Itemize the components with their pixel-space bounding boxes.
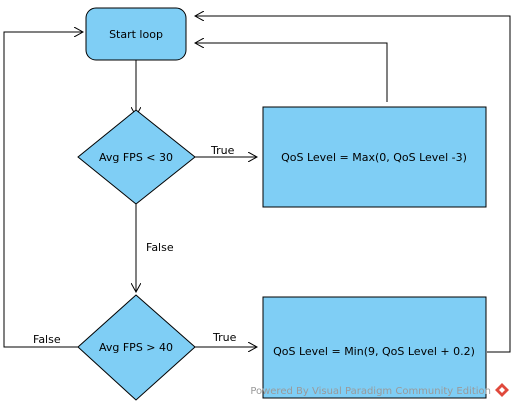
- decision-fps-high-label: Avg FPS > 40: [99, 341, 173, 354]
- node-decision-fps-low: Avg FPS < 30: [77, 109, 196, 205]
- watermark: Powered By Visual Paradigm Community Edi…: [250, 383, 509, 397]
- edges: [3, 16, 511, 353]
- watermark-text: Powered By Visual Paradigm Community Edi…: [250, 386, 491, 397]
- edge-decision2-false-to-start: [3, 32, 83, 348]
- decision-fps-low-label: Avg FPS < 30: [99, 151, 173, 164]
- edge-action1-to-start: [195, 43, 388, 102]
- visual-paradigm-logo-icon: [495, 383, 509, 397]
- edge-label-d1-true: True: [210, 144, 235, 157]
- edge-action2-to-start: [195, 16, 511, 353]
- node-action-increase-qos: QoS Level = Min(9, QoS Level + 0.2): [262, 296, 487, 399]
- node-action-decrease-qos: QoS Level = Max(0, QoS Level -3): [262, 106, 487, 208]
- edge-label-d2-true: True: [212, 331, 237, 344]
- action-increase-qos-label: QoS Level = Min(9, QoS Level + 0.2): [273, 345, 475, 358]
- edge-label-d2-false: False: [33, 333, 61, 346]
- node-decision-fps-high: Avg FPS > 40: [77, 294, 196, 401]
- node-start-loop: Start loop: [85, 7, 187, 61]
- start-loop-label: Start loop: [109, 28, 163, 41]
- edge-label-d1-false: False: [146, 241, 174, 254]
- action-decrease-qos-label: QoS Level = Max(0, QoS Level -3): [281, 151, 467, 164]
